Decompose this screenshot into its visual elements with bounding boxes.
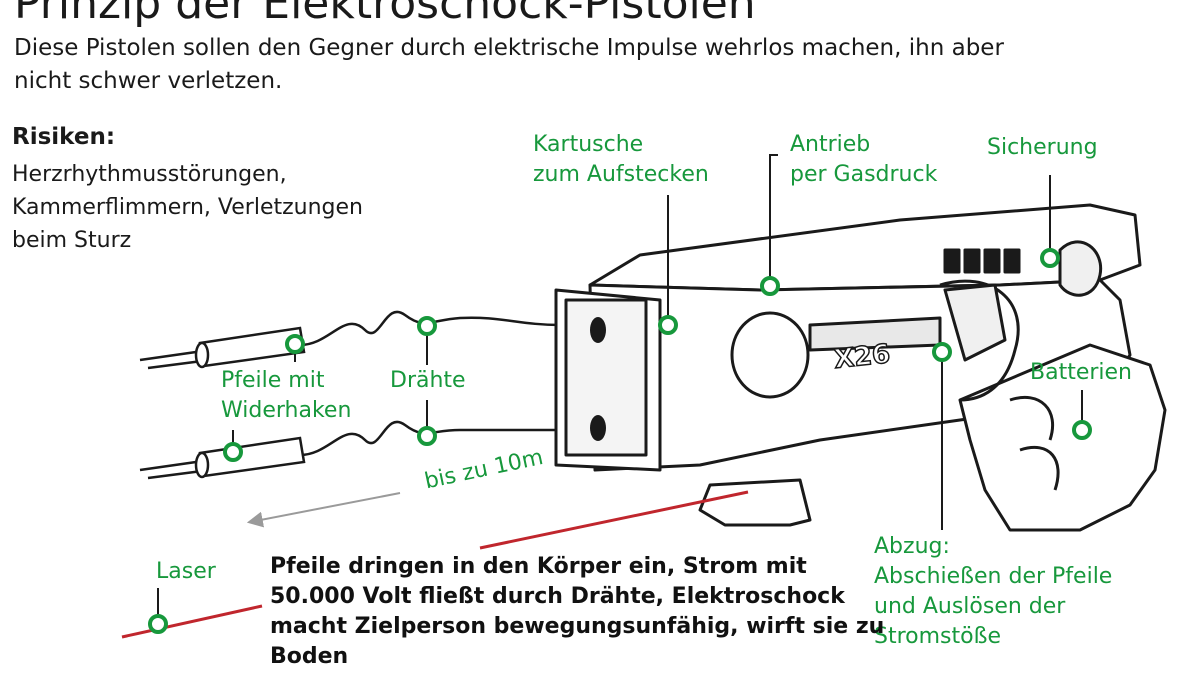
label-laser: Laser: [156, 559, 216, 584]
distance-arrow: [246, 492, 401, 528]
label-antrieb-text: Antrieb per Gasdruck: [790, 132, 938, 187]
label-batterien: Batterien: [1030, 360, 1132, 385]
effect-description: Pfeile dringen in den Körper ein, Strom …: [270, 554, 885, 669]
taser-body: [554, 203, 1167, 532]
risks-heading: Risiken:: [12, 124, 116, 150]
label-sicherung: Sicherung: [987, 135, 1098, 160]
label-pfeile: Pfeile mit Widerhaken: [221, 366, 351, 426]
marker-pfeile-upper: [285, 334, 305, 354]
upper-probe-port: [590, 317, 606, 343]
risks-text: Herzrhythmusstörungen, Kammerflimmern, V…: [12, 162, 363, 253]
marker-draehte-upper: [417, 316, 437, 336]
lower-probe-port: [590, 415, 606, 441]
marker-pfeile-lower: [223, 442, 243, 462]
darts: [139, 326, 306, 480]
upper-dart: [139, 326, 306, 370]
marker-sicherung: [1040, 248, 1060, 268]
lower-wire: [299, 420, 560, 457]
subtitle: Diese Pistolen sollen den Gegner durch e…: [14, 35, 1004, 94]
upper-wire: [299, 310, 561, 347]
marker-laser: [148, 614, 168, 634]
device-label: X26: [833, 339, 892, 375]
label-kartusche: Kartusche zum Aufstecken: [533, 130, 709, 190]
wires: [299, 310, 561, 457]
label-abzug-text: Abzug: Abschießen der Pfeile und Auslöse…: [874, 534, 1113, 649]
marker-kartusche: [658, 315, 678, 335]
marker-draehte-lower: [417, 426, 437, 446]
marker-dots: [148, 248, 1092, 634]
label-kartusche-text: Kartusche zum Aufstecken: [533, 132, 709, 187]
lower-dart: [139, 436, 306, 480]
label-abzug: Abzug: Abschießen der Pfeile und Auslöse…: [874, 532, 1112, 652]
marker-antrieb: [760, 276, 780, 296]
marker-abzug: [932, 342, 952, 362]
laser-legend-line: [121, 604, 263, 639]
leader-lines: [157, 154, 1083, 622]
page-title: Prinzip der Elektroschock-Pistolen: [14, 0, 756, 29]
marker-batterien: [1072, 420, 1092, 440]
label-pfeile-text: Pfeile mit Widerhaken: [221, 368, 352, 423]
label-antrieb: Antrieb per Gasdruck: [790, 130, 937, 190]
label-draehte: Drähte: [390, 368, 466, 393]
laser-beam: [479, 490, 749, 550]
